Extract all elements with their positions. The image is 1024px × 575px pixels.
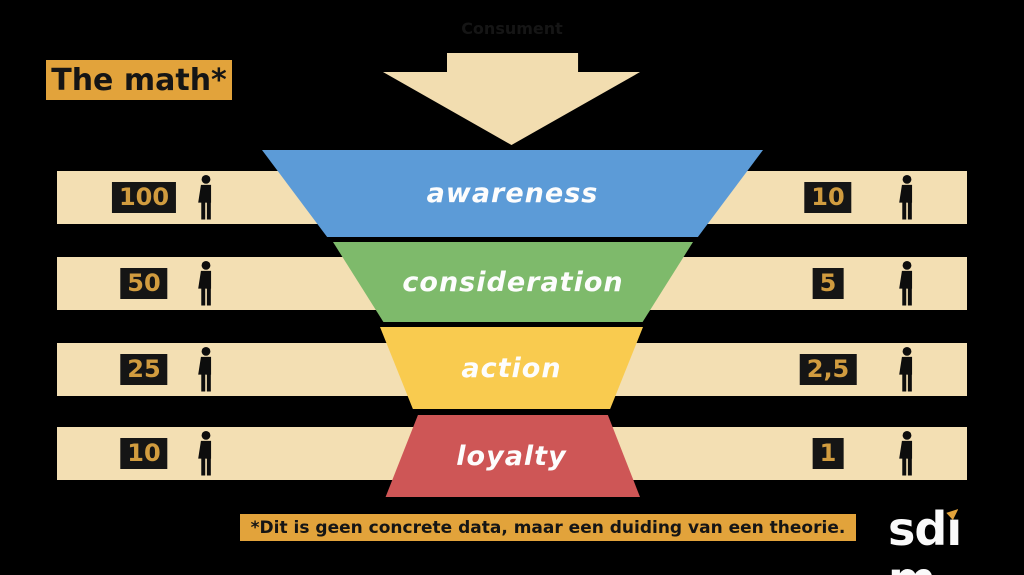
person-icon [899, 174, 913, 220]
funnel-segment-awareness: awareness [262, 150, 763, 237]
funnel-stage-label: action [461, 352, 562, 384]
funnel-stage-label: awareness [426, 178, 599, 209]
arrow-label: Consument [461, 19, 563, 38]
logo-letter-i: ı [946, 502, 962, 556]
funnel-stage-label: consideration [402, 266, 624, 298]
person-icon [899, 346, 913, 392]
funnel-segment-action: action [380, 327, 643, 409]
page-title: The math* [51, 62, 227, 98]
person-icon [198, 346, 212, 392]
logo-dotless-i: ı [946, 502, 962, 556]
value-chip-left-consideration: 50 [120, 268, 168, 299]
consument-arrow [383, 53, 640, 145]
value-chip-left-awareness: 100 [111, 182, 177, 213]
footnote-highlight: *Dit is geen concrete data, maar een dui… [240, 514, 856, 541]
value-chip-right-consideration: 5 [812, 268, 844, 299]
person-icon [198, 260, 212, 306]
title-highlight: The math* [46, 60, 232, 100]
brand-logo: sdım. [888, 502, 1024, 575]
footnote-text: *Dit is geen concrete data, maar een dui… [250, 517, 846, 538]
funnel-stage-label: loyalty [456, 440, 567, 472]
value-chip-left-action: 25 [120, 354, 168, 385]
value-chip-right-awareness: 10 [804, 182, 852, 213]
value-chip-right-action: 2,5 [799, 354, 857, 385]
person-icon [899, 430, 913, 476]
logo-triangle-icon [946, 509, 959, 520]
value-chip-right-loyalty: 1 [812, 438, 844, 469]
logo-text-m: m. [888, 552, 952, 575]
funnel-segment-consideration: consideration [333, 242, 693, 322]
person-icon [198, 430, 212, 476]
funnel-segment-loyalty: loyalty [385, 415, 640, 497]
value-chip-left-loyalty: 10 [120, 438, 168, 469]
logo-text-sd: sd [888, 502, 947, 556]
person-icon [899, 260, 913, 306]
person-icon [198, 174, 212, 220]
